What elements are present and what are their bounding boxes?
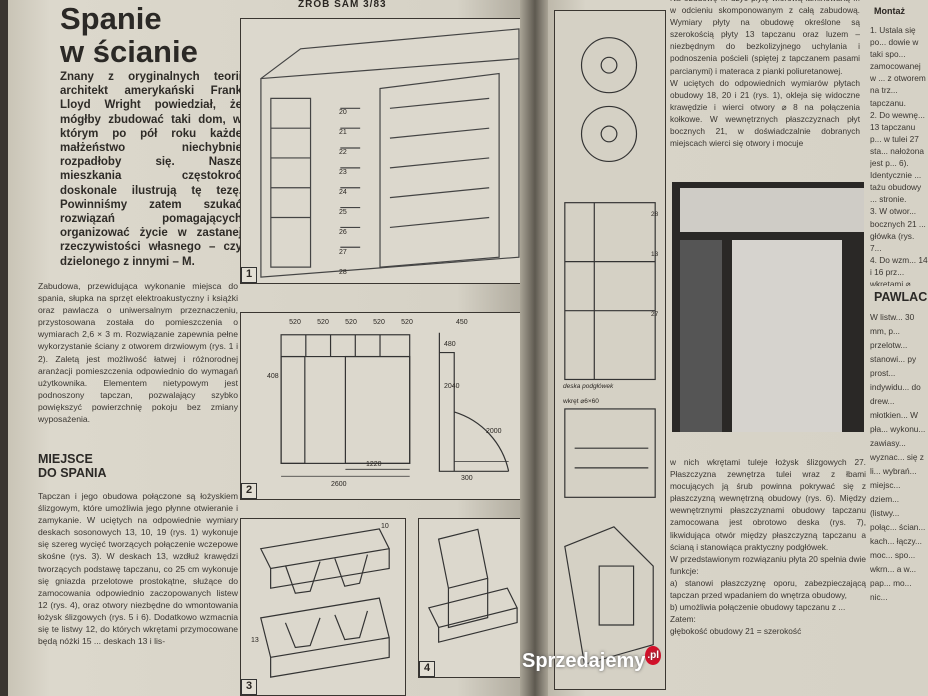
title-line-2: w ścianie <box>60 34 198 69</box>
watermark-suffix: .pl <box>645 646 662 665</box>
figure-1-labels: 20 21 22 23 24 25 26 27 28 <box>339 103 347 283</box>
figure-number: 2 <box>241 483 257 499</box>
figure-4: 4 <box>418 518 524 678</box>
figure-1-drawing <box>260 28 520 278</box>
dimension-label: 1220 <box>366 461 382 468</box>
montaz-heading: Montaż <box>874 6 905 16</box>
figure-number: 4 <box>419 661 435 677</box>
photo-bed-front <box>732 240 842 432</box>
dimension-label: 520 <box>373 319 385 326</box>
paragraph-1: Zabudowa, przewidująca wykonanie miejsca… <box>38 281 238 425</box>
part-label: 25 <box>339 209 347 216</box>
figure-4-drawing <box>427 528 518 643</box>
part-label: 22 <box>339 149 347 156</box>
photo-doorway <box>680 240 722 432</box>
paragraph-2: Tapczan i jego obudowa połączone są łoży… <box>38 491 238 647</box>
article-intro: Znany z oryginalnych teorii architekt am… <box>60 71 242 268</box>
bearing-drawings <box>564 37 656 666</box>
dimension-label: 2040 <box>444 383 460 390</box>
photo-cabinet-top <box>680 188 864 232</box>
part-label: 21 <box>339 129 347 136</box>
part-label: 26 <box>339 229 347 236</box>
part-label: 13 <box>651 251 659 258</box>
heading-line-2: DO SPANIA <box>38 466 107 480</box>
left-page: ZRÓB SAM 3/83 Spanie w ścianie Znany z o… <box>8 0 536 696</box>
dimension-label: 2600 <box>331 481 347 488</box>
figure-3: 10 13 3 <box>240 518 406 696</box>
dimension-label: 2000 <box>486 428 502 435</box>
watermark-text: Sprzedajemy <box>522 650 646 672</box>
magazine-header: ZRÓB SAM 3/83 <box>298 0 387 10</box>
part-label: 28 <box>651 211 659 218</box>
part-label: 28 <box>339 269 347 276</box>
pawlacz-heading: PAWLAC <box>874 290 928 304</box>
part-label: 24 <box>339 189 347 196</box>
wardrobe-photo <box>672 182 864 432</box>
part-label: 13 <box>251 637 259 644</box>
figure-number: 3 <box>241 679 257 695</box>
part-label: 23 <box>339 169 347 176</box>
part-label: 10 <box>381 523 389 530</box>
dimension-label: 520 <box>345 319 357 326</box>
article-title: Spanie w ścianie <box>60 2 198 68</box>
dimension-label: 450 <box>456 319 468 326</box>
figures-5-7: deska podgłówek wkręt ⌀6×60 28 13 27 <box>554 10 666 690</box>
title-line-1: Spanie <box>60 1 162 36</box>
far-right-column: 1. Ustala się po... dowie w taki spo... … <box>870 25 928 286</box>
dimension-label: 408 <box>267 373 279 380</box>
part-label: 20 <box>339 109 347 116</box>
figure-2: 520 520 520 520 520 450 2600 1220 2000 2… <box>240 312 524 500</box>
callout-label: wkręt ⌀6×60 <box>563 398 599 405</box>
right-column-top: Na obudowę ... użyć płytę wiórową lamino… <box>670 0 860 149</box>
figure-2-drawing <box>280 332 510 477</box>
figure-1: 20 21 22 23 24 25 26 27 28 1 <box>240 18 524 284</box>
section-heading: MIEJSCE DO SPANIA <box>38 452 107 480</box>
watermark-logo: Sprzedajemy.pl <box>522 646 662 673</box>
far-right-column-2: W listw... 30 mm, p... przelotw... stano… <box>870 312 926 602</box>
book-gutter <box>520 0 550 696</box>
part-label: 27 <box>651 311 659 318</box>
callout-label: deska podgłówek <box>563 383 614 390</box>
dimension-label: 520 <box>289 319 301 326</box>
figure-number: 1 <box>241 267 257 283</box>
heading-line-1: MIEJSCE <box>38 452 93 466</box>
dimension-label: 300 <box>461 475 473 482</box>
dimension-label: 480 <box>444 341 456 348</box>
right-page: deska podgłówek wkręt ⌀6×60 28 13 27 Na … <box>548 0 928 696</box>
dimension-label: 520 <box>317 319 329 326</box>
part-label: 27 <box>339 249 347 256</box>
dimension-label: 520 <box>401 319 413 326</box>
right-column-bottom: w nich wkrętami tuleje łożysk ślizgowych… <box>670 457 866 637</box>
top-dimensions: 520 520 520 520 520 <box>281 319 421 326</box>
figure-3-drawing <box>259 528 391 678</box>
